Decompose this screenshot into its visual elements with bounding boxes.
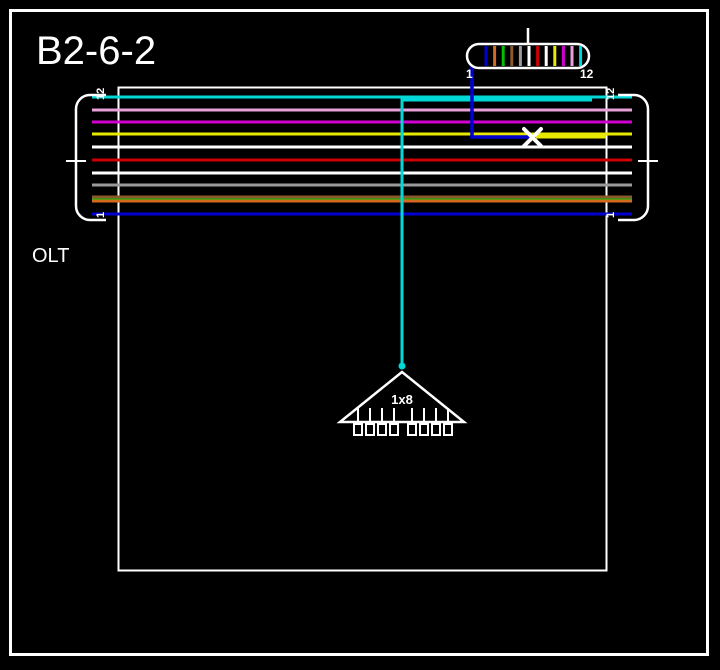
outer-frame: [9, 9, 709, 656]
splitter-output-port-7[interactable]: [431, 423, 441, 436]
drop-connector-label-right: 12: [580, 67, 594, 81]
field-connector-label-bottom: 1: [605, 212, 617, 218]
field-connector-12f[interactable]: 12 1: [605, 88, 650, 222]
splitter-output-port-1[interactable]: [353, 423, 363, 436]
splitter-output-port-3[interactable]: [377, 423, 387, 436]
aqua-drop-route[interactable]: [400, 98, 592, 366]
splitter-output-port-2[interactable]: [365, 423, 375, 436]
field-connector-body: [618, 93, 650, 222]
drop-connector-label-left: 1: [466, 67, 473, 81]
drop-connector-12f[interactable]: 1 12: [465, 28, 594, 81]
field-connector-label-top: 12: [605, 88, 617, 100]
olt-label: OLT: [32, 245, 69, 267]
blue-patch-route[interactable]: [470, 66, 533, 139]
splice-enclosure-rect: [117, 86, 608, 572]
splitter-body: [336, 370, 468, 424]
drop-connector-ports: [484, 46, 583, 66]
splitter-input-node: [398, 362, 406, 370]
olt-connector-label-top: 12: [95, 88, 107, 100]
splitter-output-port-4[interactable]: [389, 423, 399, 436]
olt-connector-label-bottom: 1: [95, 212, 107, 218]
page-title: B2-6-2: [36, 29, 156, 73]
cut-marker-stroke-b: [522, 127, 543, 148]
splitter-output-port-5[interactable]: [407, 423, 417, 436]
splitter-1x8[interactable]: 1x8: [336, 362, 468, 436]
olt-connector-12f[interactable]: 12 1: [74, 88, 107, 222]
olt-connector-body: [74, 93, 106, 222]
splitter-output-port-6[interactable]: [419, 423, 429, 436]
cut-marker-x[interactable]: [522, 127, 543, 148]
splitter-output-ports: [353, 408, 453, 436]
splitter-output-port-8[interactable]: [443, 423, 453, 436]
drop-connector-body: [465, 42, 591, 70]
splitter-ratio-label: 1x8: [391, 392, 413, 407]
